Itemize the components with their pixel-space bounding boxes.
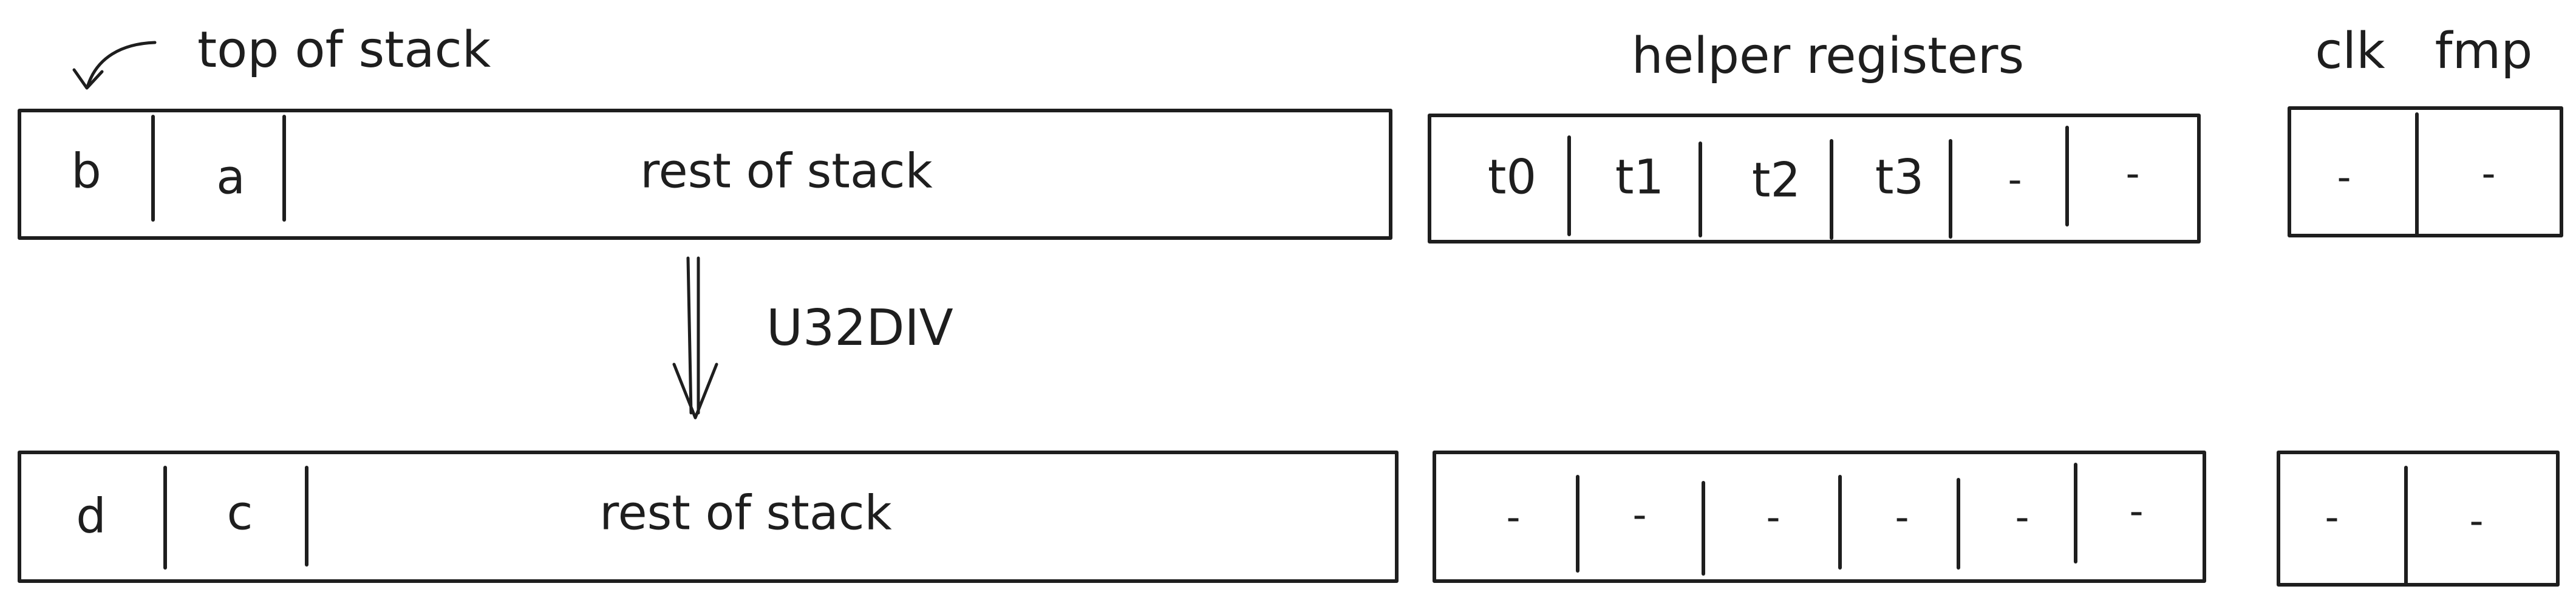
stack-before-cell-top: b [71,144,101,199]
helper-before-cell-3: t2 [1752,153,1801,208]
stack-after-cell-second: c [227,486,253,540]
clk-label: clk [2315,22,2385,80]
top-of-stack-label: top of stack [197,21,491,79]
down-arrow-icon [672,256,718,420]
helper-before-cell-1: t0 [1488,150,1536,205]
clk-fmp-before: - - [2288,106,2563,237]
stack-after-cell-top: d [76,489,106,543]
stack-before-cell-second: a [216,150,245,205]
top-of-stack-pointer-arrow [86,41,157,87]
helper-before-cell-2: t1 [1615,150,1664,205]
stack-after-rest-label: rest of stack [599,486,891,540]
fmp-label: fmp [2435,22,2533,80]
helper-after-cell-3: - [1766,495,1780,540]
clk-before-value: - [2337,155,2351,200]
helper-registers-after: - - - - - - [1433,451,2206,583]
helper-after-cell-6: - [2129,489,2143,534]
helper-after-cell-5: - [2015,495,2029,540]
fmp-before-value: - [2481,152,2495,197]
helper-registers-after-box [1433,451,2206,583]
stack-before: b a rest of stack [18,109,1392,240]
stack-after-box [18,451,1399,583]
fmp-after-value: - [2469,499,2483,544]
stack-before-box [18,109,1392,240]
helper-registers-label: helper registers [1632,27,2024,85]
helper-after-cell-2: - [1632,493,1646,538]
helper-registers-before: t0 t1 t2 t3 - - [1428,114,2201,243]
operation-transition: U32DIV [672,256,953,420]
top-of-stack-pointer-arrowhead [72,68,104,90]
helper-after-cell-4: - [1895,495,1909,540]
helper-registers-before-box [1428,114,2201,243]
stack-after: d c rest of stack [18,451,1399,583]
clk-fmp-after: - - [2277,451,2560,587]
clk-fmp-after-box [2277,451,2560,587]
clk-fmp-before-box [2288,106,2563,237]
helper-before-cell-5: - [2008,158,2022,203]
stack-before-rest-label: rest of stack [640,144,932,199]
helper-after-cell-1: - [1506,495,1520,540]
operation-label: U32DIV [766,299,953,357]
helper-before-cell-6: - [2125,152,2139,197]
helper-before-cell-4: t3 [1875,150,1924,205]
top-of-stack-annotation: top of stack [72,21,491,90]
clk-after-value: - [2325,495,2339,540]
